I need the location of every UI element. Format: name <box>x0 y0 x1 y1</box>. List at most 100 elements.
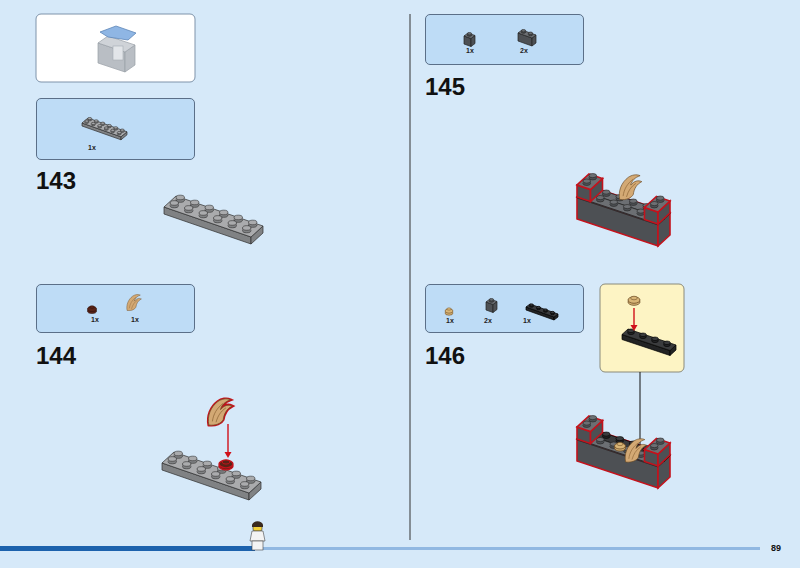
round-plate <box>447 308 451 310</box>
brick-top <box>518 30 536 38</box>
red-arrow <box>227 424 228 453</box>
minifigure <box>252 541 263 550</box>
stud <box>521 30 525 32</box>
stud <box>544 309 548 311</box>
stud <box>232 471 240 476</box>
part-count: 2x <box>484 317 492 324</box>
stud <box>247 476 255 481</box>
brick-top <box>577 174 603 190</box>
stud <box>243 226 251 231</box>
stud <box>228 221 236 226</box>
stud <box>650 201 658 205</box>
minifigure <box>252 521 263 527</box>
hair-piece <box>208 399 232 425</box>
stud <box>174 451 182 456</box>
round-plate <box>617 442 623 445</box>
step-number: 143 <box>36 169 76 193</box>
brick-face <box>577 439 658 488</box>
round-plate <box>628 297 640 304</box>
step-number: 145 <box>425 75 465 99</box>
step-number: 146 <box>425 344 465 368</box>
stud <box>170 201 178 206</box>
stud <box>656 196 664 200</box>
stud <box>220 210 228 215</box>
stud <box>205 205 213 210</box>
hair-piece <box>619 175 642 200</box>
stud <box>602 432 610 436</box>
stud <box>489 299 493 301</box>
hair-piece <box>129 297 137 309</box>
stud <box>623 204 631 208</box>
hair-piece <box>127 295 142 311</box>
hair-piece <box>208 399 232 425</box>
part-count: 1x <box>466 47 474 54</box>
stud <box>191 200 199 205</box>
stud <box>120 129 124 131</box>
stud <box>197 467 205 472</box>
stud <box>88 118 92 120</box>
brick-top <box>645 439 671 455</box>
stud <box>610 200 618 204</box>
hair-piece <box>625 439 646 462</box>
stud <box>189 456 197 461</box>
stud <box>467 33 471 35</box>
stud <box>616 436 624 440</box>
brick-top <box>162 452 261 493</box>
stud <box>241 482 249 487</box>
stud <box>168 457 176 462</box>
round-plate <box>222 460 230 464</box>
brick-top <box>577 416 603 432</box>
red-arrow <box>633 308 634 326</box>
stud <box>589 415 597 419</box>
brick-top <box>622 329 676 351</box>
stud <box>114 127 118 129</box>
stud <box>101 122 105 124</box>
stud <box>249 220 257 225</box>
part-count: 1x <box>446 317 454 324</box>
parts-callout: 1x1x <box>36 284 195 333</box>
red-arrow <box>631 325 638 331</box>
stud <box>596 195 604 199</box>
step-number: 144 <box>36 344 76 368</box>
stud <box>104 127 108 129</box>
stud <box>85 120 89 122</box>
stud <box>629 199 637 203</box>
part-images <box>37 285 196 334</box>
stud <box>199 211 207 216</box>
stud <box>537 306 541 308</box>
part-count: 2x <box>520 47 528 54</box>
stud <box>596 437 604 441</box>
stud <box>637 209 645 213</box>
stud <box>583 421 591 425</box>
minifigure <box>250 521 265 550</box>
hair-piece <box>619 175 642 200</box>
red-arrow <box>225 452 232 458</box>
round-plate <box>445 309 453 313</box>
stud <box>640 333 647 337</box>
hair-piece <box>208 399 232 425</box>
brick-top <box>526 304 558 317</box>
round-plate <box>631 296 638 300</box>
parts-callout: 1x 2x 1x <box>425 284 584 333</box>
brick-face <box>577 197 658 246</box>
page-number: 89 <box>771 544 781 553</box>
parts-callout: 1x 2x <box>425 14 584 65</box>
stud <box>583 179 591 183</box>
stud <box>91 122 95 124</box>
round-plate <box>219 460 233 468</box>
brick-top <box>645 197 671 213</box>
part-count: 1x <box>523 317 531 324</box>
round-plate <box>615 443 626 449</box>
part-images <box>426 285 585 334</box>
stud <box>589 173 597 177</box>
stud <box>212 472 220 477</box>
stud <box>111 129 115 131</box>
part-images <box>37 99 196 161</box>
hair-piece <box>629 443 641 460</box>
round-plate <box>88 307 97 312</box>
stud <box>551 311 555 313</box>
stud <box>94 120 98 122</box>
brick-top <box>464 33 475 39</box>
stud <box>650 443 658 447</box>
stud <box>234 215 242 220</box>
